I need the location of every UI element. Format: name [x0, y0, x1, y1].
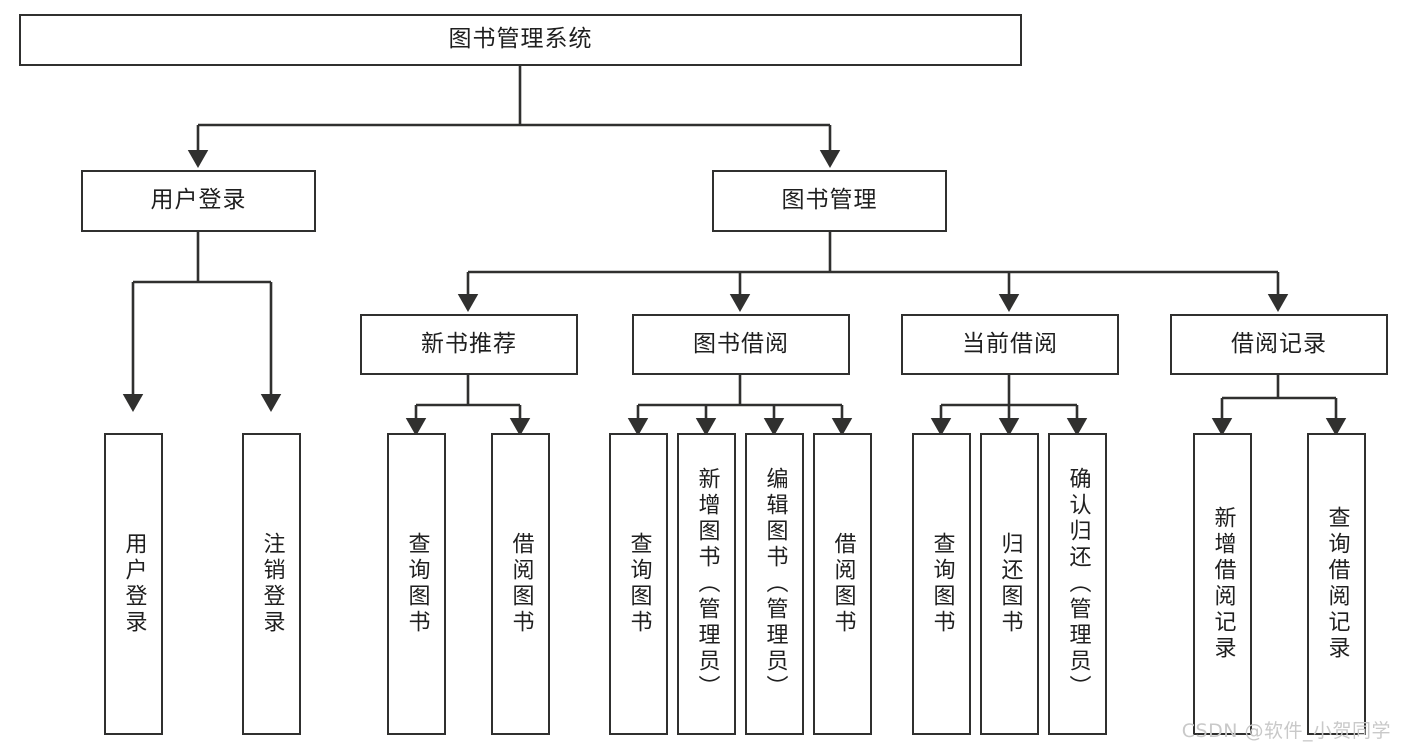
- node-current-borrow[interactable]: 当前借阅: [901, 314, 1119, 375]
- leaf-user-login[interactable]: 用户登录: [104, 433, 163, 735]
- leaf-edit-book-admin[interactable]: 编辑图书（管理员）: [745, 433, 804, 735]
- node-label: 新书推荐: [421, 330, 517, 357]
- node-label: 查询借阅记录: [1324, 506, 1350, 662]
- node-user-login[interactable]: 用户登录: [81, 170, 316, 232]
- node-label: 图书管理系统: [448, 26, 593, 53]
- csdn-watermark: CSDN @软件_小贺同学: [1181, 720, 1391, 742]
- node-label: 编辑图书（管理员）: [762, 467, 788, 701]
- node-label: 注销登录: [259, 532, 285, 636]
- leaf-confirm-return-admin[interactable]: 确认归还（管理员）: [1048, 433, 1107, 735]
- node-borrow-record[interactable]: 借阅记录: [1170, 314, 1388, 375]
- leaf-add-borrow-record[interactable]: 新增借阅记录: [1193, 433, 1252, 735]
- node-label: 用户登录: [150, 187, 247, 214]
- node-label: 新增借阅记录: [1210, 506, 1236, 662]
- node-label: 用户登录: [121, 532, 147, 636]
- node-label: 归还图书: [997, 532, 1023, 636]
- node-label: 借阅图书: [508, 532, 534, 636]
- leaf-query-book-recommend[interactable]: 查询图书: [387, 433, 446, 735]
- leaf-borrow-book[interactable]: 借阅图书: [813, 433, 872, 735]
- node-label: 查询图书: [929, 532, 955, 636]
- node-book-management[interactable]: 图书管理: [712, 170, 947, 232]
- node-new-book-recommend[interactable]: 新书推荐: [360, 314, 578, 375]
- leaf-borrow-book-recommend[interactable]: 借阅图书: [491, 433, 550, 735]
- node-label: 借阅记录: [1231, 330, 1327, 357]
- node-label: 新增图书（管理员）: [694, 467, 720, 701]
- node-label: 当前借阅: [962, 330, 1058, 357]
- node-label: 查询图书: [626, 532, 652, 636]
- leaf-return-book[interactable]: 归还图书: [980, 433, 1039, 735]
- node-label: 图书管理: [781, 187, 878, 214]
- leaf-logout-login[interactable]: 注销登录: [242, 433, 301, 735]
- node-label: 图书借阅: [693, 330, 789, 357]
- leaf-query-book-current[interactable]: 查询图书: [912, 433, 971, 735]
- leaf-add-book-admin[interactable]: 新增图书（管理员）: [677, 433, 736, 735]
- node-book-borrow[interactable]: 图书借阅: [632, 314, 850, 375]
- leaf-query-book-borrow[interactable]: 查询图书: [609, 433, 668, 735]
- node-root-book-management-system[interactable]: 图书管理系统: [19, 14, 1022, 66]
- node-label: 确认归还（管理员）: [1065, 467, 1091, 701]
- leaf-query-borrow-record[interactable]: 查询借阅记录: [1307, 433, 1366, 735]
- node-label: 借阅图书: [830, 532, 856, 636]
- node-label: 查询图书: [404, 532, 430, 636]
